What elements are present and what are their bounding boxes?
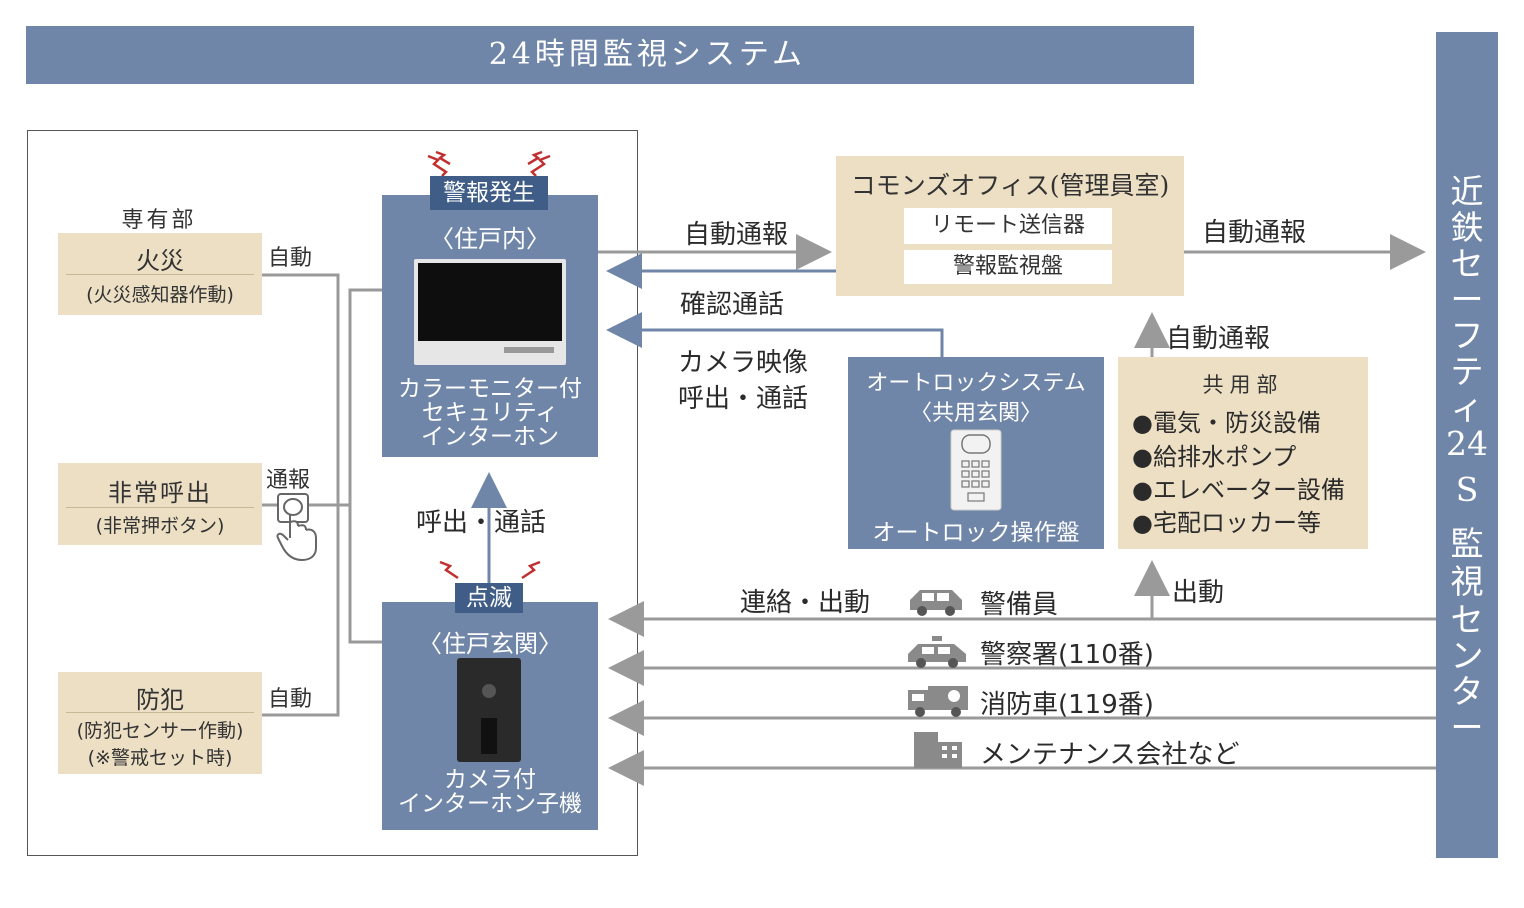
indoor-monitor-box: 〈住戸内〉 カラーモニター付 セキュリティ インターホン: [382, 195, 598, 457]
private-area-heading: 専有部: [121, 208, 197, 233]
center-char: 鉄: [1450, 208, 1484, 247]
door-station-box: 〈住戸玄関〉 カメラ付 インターホン子機: [382, 602, 598, 830]
common-area-box: 共用部 ●電気・防災設備 ●給排水ポンプ ●エレベーター設備 ●宅配ロッカー等: [1118, 357, 1368, 549]
door-name-line2: インターホン子機: [398, 791, 582, 817]
crime-title: 防犯: [136, 686, 184, 714]
emergency-sub: (非常押ボタン): [95, 515, 225, 537]
car-icon: [910, 590, 962, 616]
crime-sensor-box: 防犯 (防犯センサー作動) (※警戒セット時): [58, 672, 262, 774]
center-char: 24: [1446, 424, 1488, 463]
monitor-name-line1: カラーモニター付: [398, 376, 582, 402]
auto-report-common-label: 自動通報: [1166, 324, 1271, 354]
private-area-box: [27, 130, 638, 856]
monitor-screen: [418, 263, 562, 341]
center-char: ィ: [1450, 388, 1484, 427]
police-car-icon: [908, 636, 966, 668]
diagram-title: 24時間監視システム: [488, 37, 806, 72]
fire-truck-icon: [908, 686, 968, 717]
contact-dispatch-label: 連絡・出動: [740, 588, 871, 618]
monitor-buttons: [504, 347, 554, 353]
center-char: 視: [1450, 562, 1484, 601]
alarm-tag: 警報発生: [430, 176, 548, 210]
monitor-name-line2: セキュリティ: [421, 400, 559, 426]
autolock-place: 〈共用玄関〉: [909, 401, 1042, 426]
center-char: タ: [1450, 672, 1484, 711]
common-item: ●エレベーター設備: [1132, 476, 1345, 504]
center-char: テ: [1450, 352, 1484, 391]
center-char: セ: [1450, 244, 1484, 283]
center-char: ン: [1450, 636, 1484, 675]
blink-spark-icon: [521, 560, 541, 580]
door-place: 〈住戸玄関〉: [418, 630, 562, 658]
fire-sensor-box: 火災 (火災感知器作動): [58, 233, 262, 315]
title-bar: 24時間監視システム: [26, 26, 1194, 84]
fire-sub: (火災感知器作動): [86, 284, 234, 306]
camera-lens: [482, 684, 496, 698]
center-char: ー: [1450, 280, 1484, 319]
crime-mode: 自動: [268, 687, 313, 712]
emergency-mode: 通報: [266, 468, 311, 493]
center-char: セ: [1450, 600, 1484, 639]
responder-label: 警察署(110番): [980, 640, 1154, 670]
common-heading: 共用部: [1202, 373, 1284, 397]
blink-spark-icon: [439, 560, 459, 580]
door-intercom-device: [457, 658, 521, 762]
alarm-spark-icon: [427, 150, 451, 177]
push-button-icon: [276, 493, 317, 562]
commons-office-box: コモンズオフィス(管理員室) リモート送信器 警報監視盤: [836, 156, 1184, 296]
call-label: 呼出・通話: [416, 508, 547, 538]
auto-report-center-label: 自動通報: [1202, 218, 1307, 248]
monitor-device: [414, 259, 566, 365]
alarm-monitor-panel: 警報監視盤: [904, 250, 1112, 284]
emergency-box: 非常呼出 (非常押ボタン): [58, 463, 262, 545]
monitor-place: 〈住戸内〉: [430, 225, 550, 253]
common-item: ●電気・防災設備: [1132, 409, 1321, 437]
responder-label: メンテナンス会社など: [980, 740, 1240, 770]
confirm-call-label: 確認通話: [680, 290, 785, 320]
camera-call-label: 呼出・通話: [678, 384, 809, 414]
call-button: [481, 718, 497, 754]
autolock-panel-icon: [950, 429, 1002, 511]
building-icon: [914, 732, 962, 768]
common-item: ●給排水ポンプ: [1132, 443, 1297, 471]
office-title: コモンズオフィス(管理員室): [850, 171, 1170, 200]
fire-title: 火災: [136, 247, 184, 275]
divider: [66, 274, 254, 275]
auto-report-label: 自動通報: [684, 220, 789, 250]
center-char: フ: [1450, 316, 1484, 355]
crime-sub1: (防犯センサー作動): [76, 720, 244, 742]
autolock-title: オートロックシステム: [866, 371, 1086, 396]
camera-video-label: カメラ映像: [678, 348, 809, 378]
responder-label: 消防車(119番): [980, 690, 1154, 720]
monitoring-center-column: 近 鉄 セ ー フ テ ィ 24 S 監 視 セ ン タ ー: [1436, 32, 1498, 858]
monitor-name-line3: インターホン: [421, 424, 559, 450]
alarm-spark-icon: [527, 150, 551, 177]
autolock-box: オートロックシステム 〈共用玄関〉 オートロック操作盤: [848, 357, 1104, 549]
fire-mode: 自動: [268, 246, 313, 271]
center-char: 監: [1450, 524, 1484, 563]
remote-transmitter: リモート送信器: [904, 208, 1112, 244]
blink-tag: 点滅: [455, 583, 523, 613]
crime-sub2: (※警戒セット時): [87, 747, 233, 769]
common-item: ●宅配ロッカー等: [1132, 509, 1321, 537]
center-char: S: [1455, 470, 1479, 509]
responder-label: 警備員: [980, 590, 1059, 620]
center-char: ー: [1450, 708, 1484, 747]
autolock-panel-label: オートロック操作盤: [872, 520, 1080, 546]
emergency-title: 非常呼出: [108, 479, 212, 507]
divider: [66, 712, 254, 713]
door-name-line1: カメラ付: [444, 767, 536, 793]
dispatch-label: 出動: [1172, 578, 1225, 608]
center-char: 近: [1450, 172, 1484, 211]
divider: [66, 507, 254, 508]
